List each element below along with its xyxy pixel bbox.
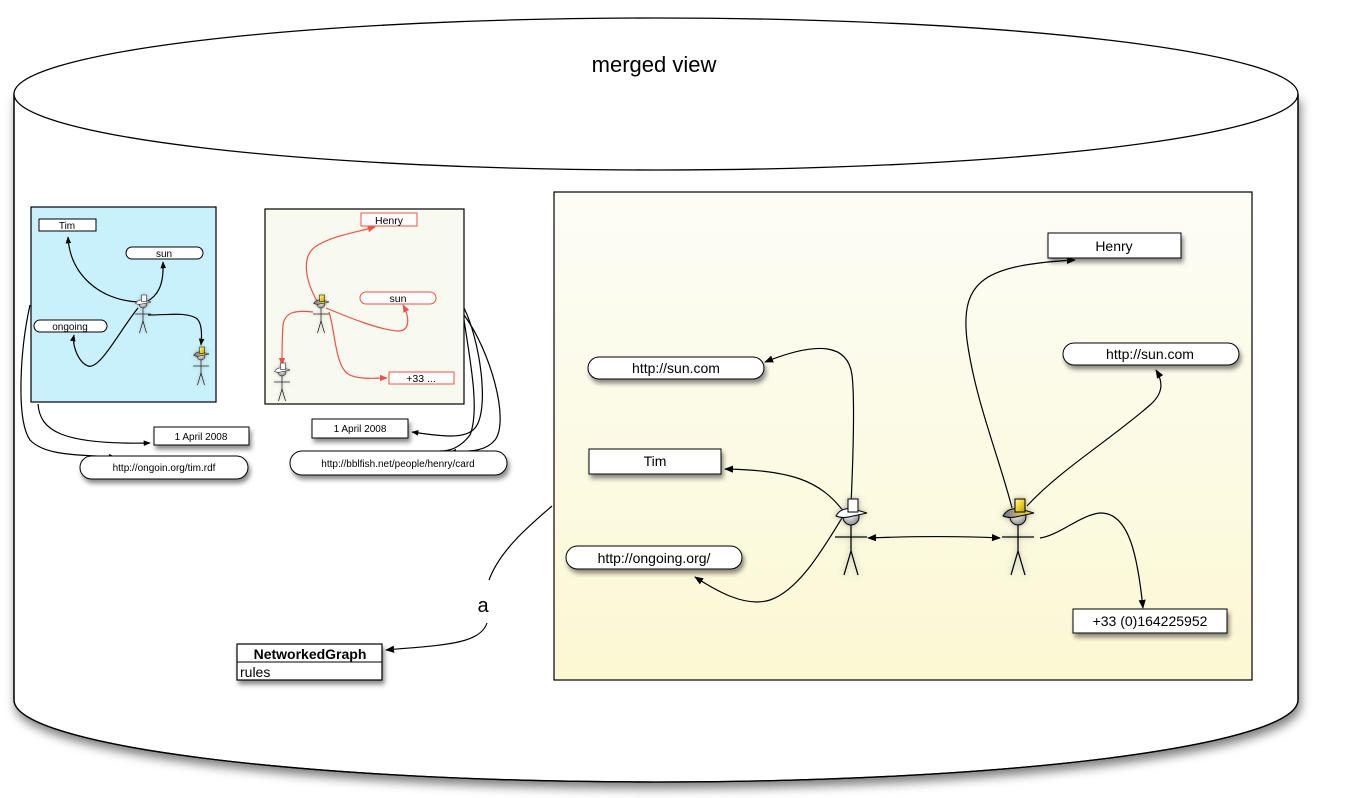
merged-graph-panel — [553, 191, 1253, 681]
tim-homepage-label: http://sun.com — [632, 360, 720, 376]
henry-name-node — [1047, 232, 1182, 259]
henry-phone-label: +33 ... — [406, 373, 435, 385]
henry-homepage-node — [1062, 342, 1240, 366]
henry-date-node — [311, 418, 409, 439]
tim-date-node — [153, 426, 250, 446]
tim-homepage-node — [587, 356, 765, 380]
tim-graph: Tim sun ongoing — [30, 206, 217, 403]
tim-weblog-node — [33, 319, 108, 333]
merged-graph: http://sun.com Tim http://ongoing.org/ H… — [553, 191, 1253, 681]
tim-homepage-node — [125, 246, 204, 260]
henry-name-label: Henry — [1095, 238, 1132, 254]
tim-graph-panel — [30, 206, 217, 403]
type-relation-label: a — [477, 595, 489, 617]
tim-name-node — [588, 448, 722, 475]
networked-graph-class-name: NetworkedGraph — [254, 646, 367, 662]
henry-phone-node — [388, 371, 455, 385]
henry-name-label: Henry — [375, 215, 404, 227]
tim-name-label: Tim — [59, 221, 75, 232]
henry-phone-node — [1072, 608, 1228, 634]
henry-date-label: 1 April 2008 — [334, 424, 387, 435]
tim-source-label: http://ongoin.org/tim.rdf — [113, 463, 216, 474]
henry-name-node — [360, 212, 418, 227]
henry-source-label: http://bblfish.net/people/henry/card — [321, 459, 474, 470]
henry-homepage-label: http://sun.com — [1106, 346, 1194, 362]
tim-source-node — [79, 455, 249, 480]
type-edge — [488, 505, 553, 581]
henry-graph: Henry sun +33 ... — [264, 208, 465, 405]
henry-homepage-label: sun — [390, 293, 407, 305]
henry-source-node — [289, 450, 508, 476]
networked-graph-attribute: rules — [240, 664, 270, 680]
tim-weblog-label: ongoing — [52, 322, 88, 333]
tim-name-label: Tim — [644, 453, 667, 469]
tim-name-node — [38, 218, 97, 232]
tim-weblog-label: http://ongoing.org/ — [598, 550, 711, 566]
henry-homepage-node — [359, 291, 437, 305]
tim-weblog-node — [565, 545, 743, 570]
merged-view-title: merged view — [592, 52, 717, 77]
tim-date-label: 1 April 2008 — [175, 432, 228, 443]
henry-phone-label: +33 (0)164225952 — [1093, 613, 1208, 629]
tim-homepage-label: sun — [156, 249, 172, 260]
